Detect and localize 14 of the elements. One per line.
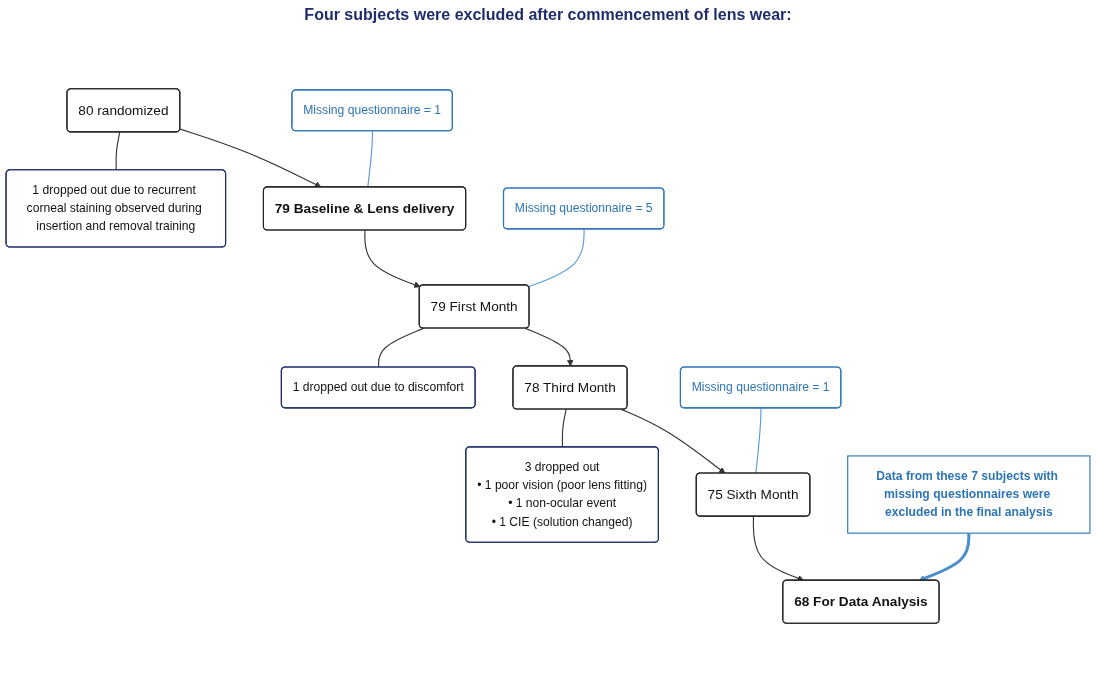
- connector: [377, 327, 424, 368]
- connector: [561, 408, 567, 448]
- arrow: [179, 128, 322, 188]
- connector: [755, 407, 762, 474]
- arrow: [752, 515, 805, 582]
- connector: [115, 131, 121, 171]
- connector: [528, 228, 585, 288]
- node-box: Data from these 7 subjects with missing questionnaires were excluded in the final analysis: [847, 455, 1091, 534]
- note-heading: Four subjects were excluded after commencement of lens wear:: [304, 6, 792, 24]
- arrow: [918, 533, 971, 582]
- connector: [367, 130, 374, 188]
- arrow: [364, 229, 421, 288]
- arrow: [620, 408, 726, 474]
- arrow: [525, 327, 574, 367]
